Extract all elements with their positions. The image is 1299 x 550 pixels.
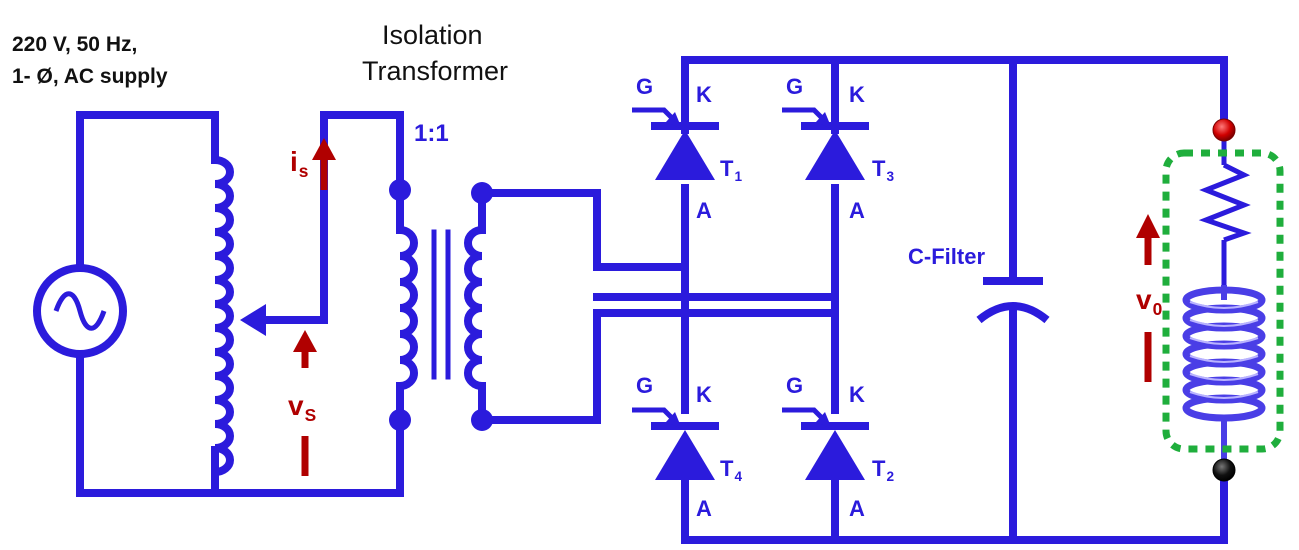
t4-anode-label: A (696, 496, 712, 521)
transformer-label-line2: Transformer (362, 56, 509, 86)
thyristor-t2-icon (782, 407, 869, 480)
output-voltage-label: v0 (1136, 284, 1163, 320)
transformer-secondary-coil (464, 225, 487, 391)
thyristor-t3-icon (782, 107, 869, 180)
positive-terminal-icon (1212, 118, 1236, 142)
current-arrow-icon (312, 138, 336, 190)
load-box (1162, 149, 1284, 453)
ac-source-icon (33, 264, 127, 358)
transformer-label-line1: Isolation (382, 20, 483, 50)
output-voltage-arrow-icon (1136, 214, 1160, 382)
primary-top-terminal (389, 179, 411, 201)
ac-source-wiring (76, 111, 234, 497)
secondary-wiring (478, 189, 839, 424)
source-voltage-arrow-icon (293, 330, 317, 476)
bridge-wiring (681, 56, 1228, 544)
source-voltage-label: vS (288, 390, 317, 426)
t2-label: T2 (872, 456, 895, 484)
supply-label-line1: 220 V, 50 Hz, (12, 33, 138, 56)
secondary-bottom-terminal (471, 409, 493, 431)
thyristor-t1-icon (632, 107, 719, 180)
supply-label-line2: 1- Ø, AC supply (12, 65, 168, 88)
negative-terminal-icon (1212, 458, 1236, 482)
load-resistor-icon (1198, 135, 1252, 285)
t1-label: T1 (720, 156, 743, 184)
tap-wiring (211, 111, 404, 497)
current-label: is (290, 146, 309, 182)
t3-label: T3 (872, 156, 895, 184)
secondary-top-terminal (471, 182, 493, 204)
transformer-core (431, 229, 451, 380)
t1-anode-label: A (696, 198, 712, 223)
t1-gate-label: G (636, 74, 654, 99)
load-inductor-icon (1182, 285, 1266, 465)
filter-label: C-Filter (908, 244, 985, 269)
t4-gate-label: G (636, 373, 654, 398)
t4-label: T4 (720, 456, 743, 484)
t2-cathode-label: K (849, 382, 865, 407)
t1-cathode-label: K (696, 82, 712, 107)
t2-anode-label: A (849, 496, 865, 521)
transformer-terminals (389, 179, 493, 431)
primary-bottom-terminal (389, 409, 411, 431)
t4-cathode-label: K (696, 382, 712, 407)
t3-gate-label: G (786, 74, 804, 99)
transformer-primary-coil (395, 225, 418, 391)
turns-ratio-label: 1:1 (414, 120, 449, 147)
t2-gate-label: G (786, 373, 804, 398)
tap-arrow-icon (240, 304, 266, 336)
thyristor-t4-icon (632, 407, 719, 480)
t3-cathode-label: K (849, 82, 865, 107)
t3-anode-label: A (849, 198, 865, 223)
capacitor-icon (976, 277, 1050, 324)
